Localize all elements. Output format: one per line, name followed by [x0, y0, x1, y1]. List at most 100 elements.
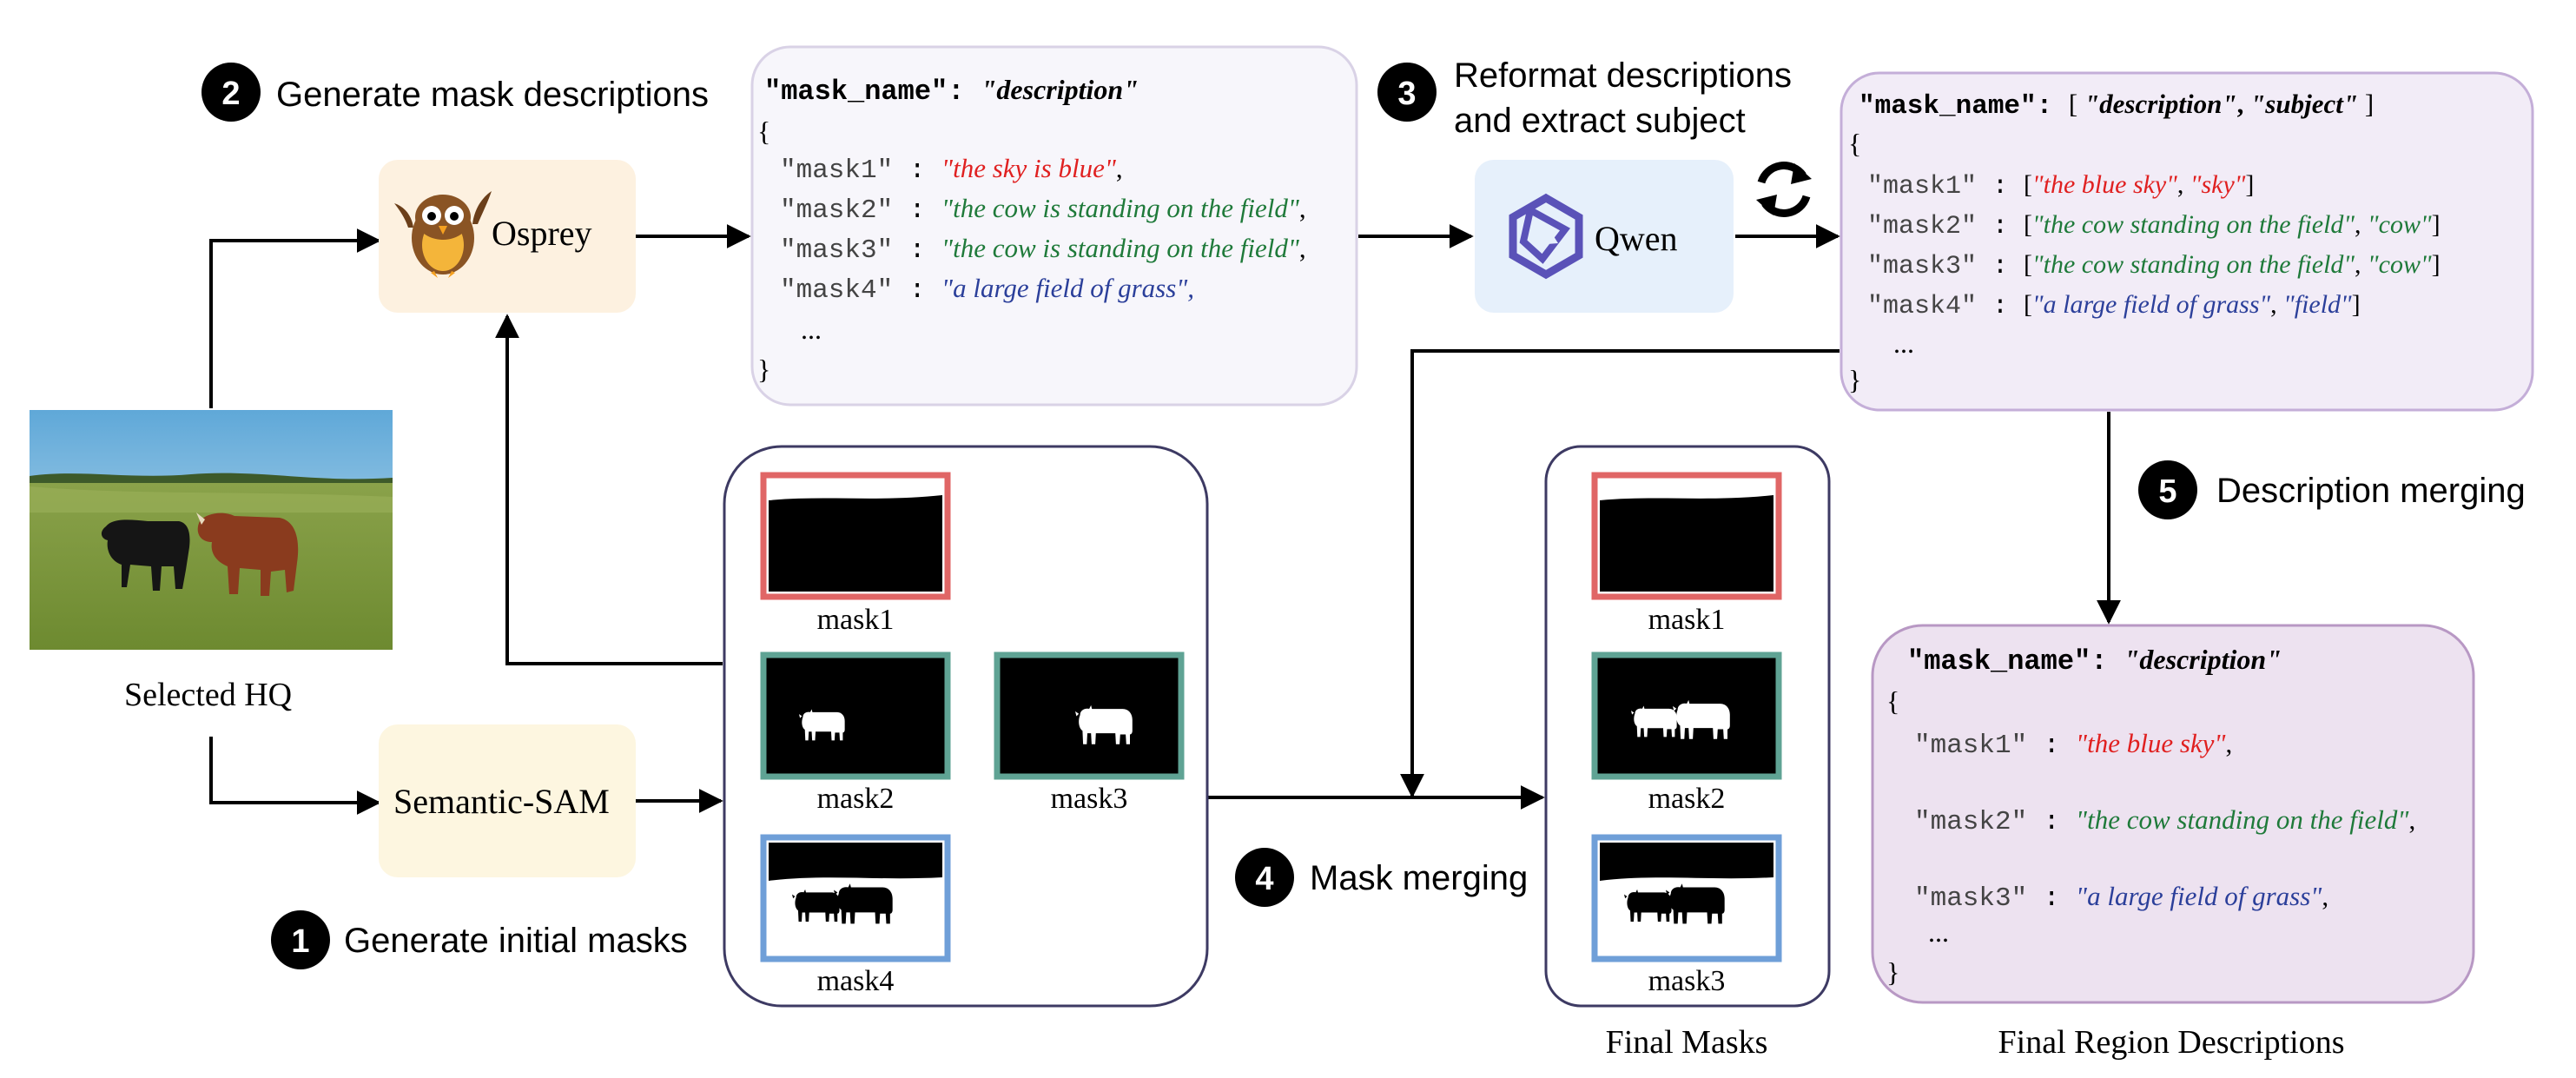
subj-row-desc: "a large field of grass" [2032, 290, 2270, 319]
subj-open-brace: { [1848, 128, 1861, 159]
desc-row-quote: " [1105, 153, 1117, 183]
initial-mask-label-3: mask3 [1051, 783, 1128, 815]
final-mask2-thumb [1591, 651, 1782, 780]
subj-row-bracket: [ [2024, 290, 2032, 319]
final-header-value: "description" [2124, 644, 2282, 675]
final-masks-panel: mask1 mask2 mask3 [1544, 445, 1831, 1008]
final-row-1: "mask1" : "the blue sky", [1914, 728, 2232, 761]
subj-row-sep: : [1977, 172, 2024, 202]
desc-row-sep: : [893, 155, 941, 186]
final-row-trail: , [2322, 881, 2328, 911]
subj-row-desc: "the blue sky" [2032, 170, 2177, 199]
desc-row-quote: ", [1176, 273, 1194, 303]
subj-row-comma: , [2270, 290, 2283, 319]
desc-row-sep: : [893, 195, 941, 226]
mask3-thumb [994, 651, 1185, 780]
refresh-icon [1756, 162, 1812, 217]
subj-row-bracket: ] [2432, 210, 2441, 239]
desc-row-quote: " [941, 193, 954, 223]
subj-header-close: ] [2358, 89, 2374, 119]
arrow-input-to-sam [209, 737, 381, 815]
subj-row-3: "mask3" : ["the cow standing on the fiel… [1867, 250, 2441, 281]
mask-description-box: "mask_name": "description" { "mask1" : "… [750, 45, 1358, 407]
qwen-logo-icon [1509, 193, 1583, 280]
step-3-text-line2: and extract subject [1454, 102, 1746, 140]
desc-row-4: "mask4" : "a large field of grass", [780, 273, 1194, 306]
final-region-descriptions-caption: Final Region Descriptions [1998, 1024, 2345, 1061]
final-rows: "mask1" : "the blue sky","mask2" : "the … [1914, 728, 2415, 914]
final-row-sep: : [2027, 883, 2076, 914]
final-row-quote: " [2214, 728, 2226, 758]
step-3-text-line1: Reformat descriptions [1454, 56, 1792, 95]
subj-row-key: "mask2" [1867, 212, 1977, 241]
arrow-subject-to-merge [1400, 349, 1840, 798]
final-row-key: "mask1" [1914, 731, 2027, 761]
initial-mask-label-2: mask2 [817, 783, 895, 815]
desc-row-key: "mask4" [780, 275, 893, 306]
mask1-thumb [760, 472, 951, 600]
final-mask-label-3: mask3 [1648, 965, 1726, 997]
subj-row-sep: : [1977, 292, 2024, 321]
desc-row-trail: , [1299, 233, 1306, 263]
osprey-owl-icon [394, 191, 492, 278]
final-header-colon: : [2091, 645, 2124, 678]
desc-row-quote: " [941, 273, 954, 303]
brown-cow [196, 513, 299, 596]
desc-row-key: "mask3" [780, 235, 893, 266]
desc-row-trail: , [1299, 193, 1306, 223]
final-row-3: "mask3" : "a large field of grass", [1914, 881, 2328, 914]
subj-header-comma: , [2237, 89, 2251, 119]
step-1-text: Generate initial masks [344, 922, 688, 960]
desc-row-sep: : [893, 275, 941, 306]
final-row-quote: " [2076, 728, 2088, 758]
initial-mask-label-4: mask4 [817, 965, 895, 997]
subj-close-brace: } [1848, 364, 1861, 395]
step-1-number: 1 [291, 923, 309, 960]
subj-row-key: "mask4" [1867, 292, 1977, 321]
subj-row-key: "mask1" [1867, 172, 1977, 202]
final-row-quote: " [2076, 804, 2088, 835]
step-5-label: 5 Description merging [2138, 460, 2526, 519]
initial-masks-panel: mask1 mask2 mask3 mask4 [723, 445, 1209, 1008]
arrow-masks-to-osprey [495, 314, 723, 665]
final-mask-label-2: mask2 [1648, 783, 1726, 815]
desc-row-quote: " [941, 153, 954, 183]
qwen-node: Qwen [1475, 160, 1734, 313]
final-header-key: "mask_name" [1907, 645, 2091, 678]
desc-open-brace: { [757, 116, 770, 147]
subj-ellipsis: ... [1893, 327, 1914, 359]
final-mask1-thumb [1591, 472, 1782, 600]
black-cow [101, 519, 190, 591]
desc-row-text: the cow is standing on the field [953, 233, 1288, 263]
final-masks-caption: Final Masks [1606, 1024, 1768, 1061]
desc-close-brace: } [757, 354, 770, 385]
osprey-label: Osprey [492, 214, 592, 253]
desc-row-1: "mask1" : "the sky is blue", [780, 153, 1123, 186]
mask4-thumb [760, 834, 951, 962]
step-4-label: 4 Mask merging [1235, 848, 1528, 907]
desc-row-sep: : [893, 235, 941, 266]
final-mask-label-1: mask1 [1648, 604, 1726, 636]
final-row-quote: " [2076, 881, 2088, 911]
step-2-label: 2 Generate mask descriptions [201, 63, 709, 122]
subj-row-bracket: ] [2245, 170, 2254, 199]
subj-row-desc: "the cow standing on the field" [2032, 250, 2355, 279]
description-subject-box: "mask_name": [ "description", "subject" … [1840, 71, 2534, 412]
desc-header-key: "mask_name" [764, 76, 948, 108]
desc-row-text: the cow is standing on the field [953, 193, 1288, 223]
desc-ellipsis: ... [801, 314, 822, 345]
subj-rows: "mask1" : ["the blue sky", "sky"]"mask2"… [1867, 170, 2441, 321]
subj-row-comma: , [2177, 170, 2190, 199]
subj-row-bracket: [ [2024, 210, 2032, 239]
arrow-input-to-osprey [209, 228, 381, 408]
final-open-brace: { [1886, 685, 1899, 717]
subj-row-subject: "cow" [2368, 250, 2432, 279]
final-row-key: "mask3" [1914, 883, 2027, 914]
input-caption: Selected HQ [124, 677, 292, 713]
step-4-text: Mask merging [1310, 859, 1528, 897]
desc-rows: "mask1" : "the sky is blue","mask2" : "t… [780, 153, 1306, 306]
subj-row-bracket: [ [2024, 250, 2032, 279]
subj-header-open: [ [2069, 89, 2084, 119]
subj-row-subject: "cow" [2368, 210, 2432, 239]
